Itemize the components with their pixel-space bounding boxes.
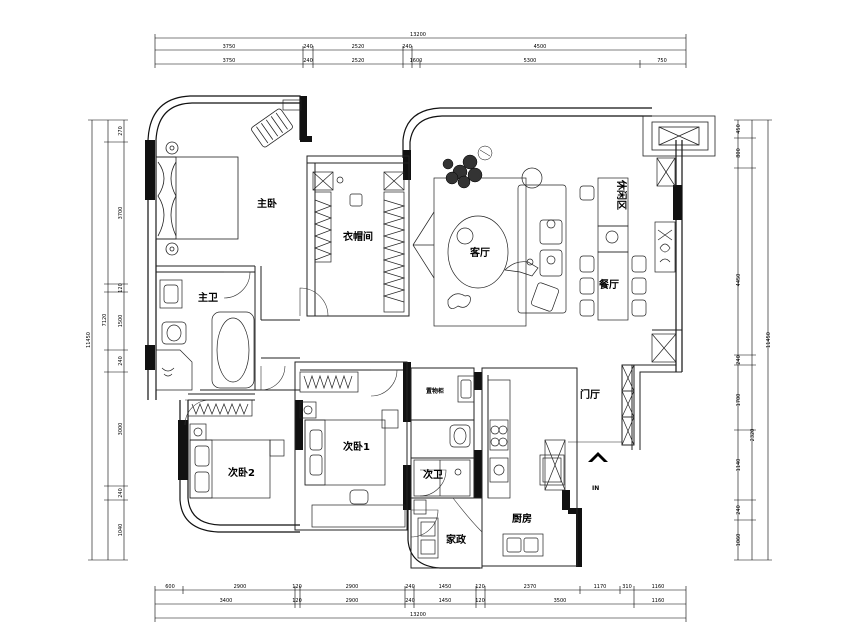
dim-top-2-1: 3750	[223, 58, 236, 64]
label-bedroom-1: 次卧1	[343, 440, 370, 453]
label-dining-room: 餐厅	[598, 278, 619, 291]
label-housekeeping: 家政	[446, 533, 467, 546]
dim-bottom-2-2: 120	[292, 598, 302, 604]
dim-bottom-2-8: 1160	[652, 598, 665, 604]
dim-top-2-4: 1600	[410, 58, 423, 64]
dim-top-1-4: 240	[402, 44, 412, 50]
dim-bottom-1-9: 1170	[594, 584, 607, 590]
dim-left-2: 3700	[118, 207, 124, 220]
label-second-bath: 次卫	[423, 468, 443, 481]
housekeeping-fixtures	[413, 499, 439, 559]
bathroom2-fixtures	[413, 375, 475, 497]
master-bed	[155, 141, 239, 256]
dim-right-1: 450	[736, 124, 742, 134]
dim-top-2-6: 750	[657, 58, 667, 64]
dim-right-8: 240	[736, 505, 742, 515]
dim-right-9: 1060	[736, 534, 742, 547]
entrance-label: IN	[592, 485, 599, 492]
label-master-bath: 主卫	[198, 291, 218, 304]
dim-bottom-1-7: 120	[475, 584, 485, 590]
dim-left-8: 1040	[118, 524, 124, 537]
dim-bottom-2-4: 240	[405, 598, 415, 604]
dog-figure-icon	[447, 293, 471, 309]
interior-walls	[156, 155, 682, 569]
armchair-icon	[251, 108, 293, 148]
dim-bottom-2-7: 3500	[554, 598, 567, 604]
label-foyer: 门厅	[580, 388, 600, 401]
dim-left-6: 3000	[118, 423, 124, 436]
dim-left-inner: 7120	[102, 314, 108, 327]
dim-top-1-3: 2520	[352, 44, 365, 50]
dim-bottom-1-1: 600	[165, 584, 175, 590]
dim-right-6: 2320	[750, 429, 756, 442]
dim-bottom-1-5: 240	[405, 584, 415, 590]
doors	[184, 271, 483, 538]
label-kitchen: 厨房	[512, 512, 532, 525]
dim-bottom-2-5: 1450	[439, 598, 452, 604]
dim-bottom-1-10: 310	[622, 584, 632, 590]
dim-bottom-1-6: 1450	[439, 584, 452, 590]
dim-top-2-5: 5300	[524, 58, 537, 64]
dim-right-5: 1700	[736, 394, 742, 407]
dim-bottom-1-2: 2900	[234, 584, 247, 590]
dim-top-total: 13200	[410, 32, 426, 38]
master-bath-fixtures	[155, 279, 255, 391]
label-storage: 置物柜	[426, 387, 444, 395]
dim-left-4: 1500	[118, 315, 124, 328]
dim-top-2-2: 240	[303, 58, 313, 64]
outer-walls	[147, 95, 683, 569]
dining-table	[579, 177, 647, 321]
dim-left-total: 11450	[86, 332, 92, 348]
dim-right-7: 1140	[736, 459, 742, 472]
bottom-dimensions	[154, 586, 687, 622]
dim-left-1: 270	[118, 126, 124, 136]
dim-right-3: 4450	[736, 274, 742, 287]
dim-top-1-1: 3750	[223, 44, 236, 50]
dim-top-1-5: 4500	[534, 44, 547, 50]
sofa	[517, 167, 567, 314]
shelf-plants	[654, 221, 676, 273]
closet-racks	[314, 176, 406, 313]
dim-top-2-3: 2520	[352, 58, 365, 64]
dim-left-7: 240	[118, 488, 124, 498]
dim-bottom-1-11: 1160	[652, 584, 665, 590]
hatched-walls	[282, 99, 677, 491]
ac-unit	[642, 115, 716, 157]
living-rug	[412, 177, 527, 327]
kitchen-fixtures	[487, 379, 565, 557]
dim-right-4: 240	[736, 355, 742, 365]
entrance-arrow-icon	[588, 452, 608, 462]
dim-bottom-2-3: 2900	[346, 598, 359, 604]
dim-bottom-2-1: 3400	[220, 598, 233, 604]
label-master-bedroom: 主卧	[257, 197, 277, 210]
dim-bottom-1-3: 120	[292, 584, 302, 590]
lounge-chair-icon	[442, 145, 493, 189]
person-figure-icon	[504, 258, 539, 277]
dim-left-3: 120	[118, 283, 124, 293]
dim-left-5: 240	[118, 356, 124, 366]
solid-wall-segments	[145, 96, 682, 567]
dim-bottom-1-4: 2900	[346, 584, 359, 590]
left-dimensions	[88, 119, 128, 561]
right-dimensions	[734, 119, 772, 561]
dim-right-2: 800	[736, 148, 742, 158]
label-living-room: 客厅	[469, 246, 490, 259]
dim-top-1-2: 240	[303, 44, 313, 50]
bedroom2-furniture	[187, 399, 285, 499]
label-walk-in-closet: 衣帽间	[343, 230, 373, 243]
label-leisure-area: 休闲区	[615, 179, 628, 210]
label-bedroom-2: 次卧2	[228, 466, 255, 479]
bedroom1-furniture	[299, 371, 406, 528]
dim-bottom-1-8: 2370	[524, 584, 537, 590]
top-dimensions	[154, 34, 687, 68]
dim-right-total: 11450	[766, 332, 772, 348]
dim-bottom-2-6: 120	[475, 598, 485, 604]
dim-bottom-total: 13200	[410, 612, 426, 618]
